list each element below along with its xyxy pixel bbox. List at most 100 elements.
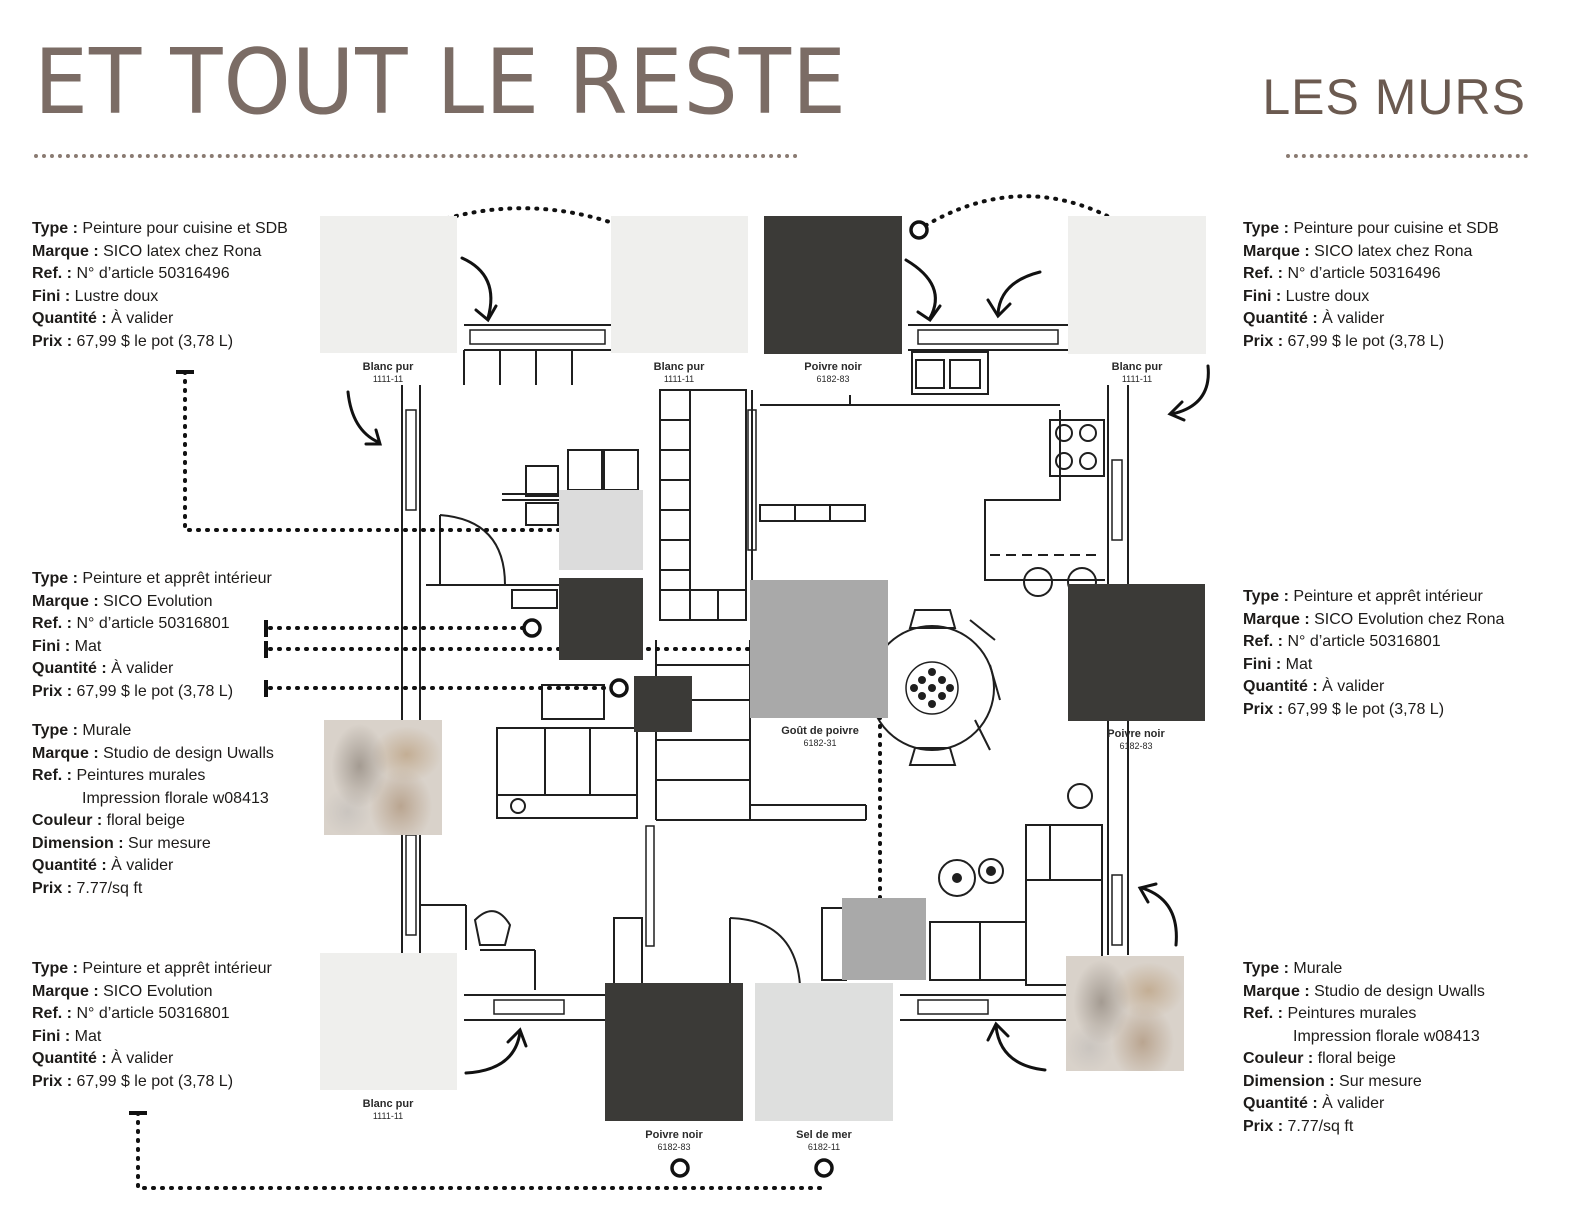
spec-field-value: Mat [74, 1027, 102, 1045]
swatch-name: Goût de poivre [781, 725, 859, 737]
swatch-dark-square-1 [559, 578, 643, 660]
spec-field-label: Type : [1243, 220, 1289, 237]
spec-field-value: Mat [1285, 655, 1313, 673]
spec-field-value: floral beige [106, 812, 185, 829]
spec-field-value: Fini : Mat [1243, 654, 1504, 677]
spec-mid-left: Type : Peinture et apprêt intérieur Marq… [32, 568, 272, 703]
spec-field-value: Sur mesure [128, 834, 211, 852]
swatch-name: Sel de mer [796, 1129, 852, 1141]
swatch-blanc-pur-3 [1068, 216, 1206, 354]
spec-field-value: Couleur : floral beige [1243, 1048, 1485, 1071]
spec-field-value: Type : Peinture et apprêt intérieur [1243, 586, 1504, 609]
spec-field-label: Quantité : [1243, 678, 1318, 695]
spec-field-label: Quantité : [1243, 310, 1318, 327]
spec-field-value: Marque : SICO Evolution [32, 981, 272, 1004]
section-divider [1286, 154, 1528, 158]
swatch-label: Goût de poivre 6182-31 [750, 725, 890, 749]
swatch-code: 6182-83 [657, 1142, 691, 1152]
spec-field-value: Ref. : N° d’article 50316801 [32, 613, 272, 636]
spec-field-label: Type : [32, 722, 78, 739]
spec-field-value: Ref. : N° d’article 50316801 [1243, 631, 1504, 654]
spec-field-value: Fini : Mat [32, 1026, 272, 1049]
spec-field-label: Prix : [32, 879, 73, 897]
spec-field-value: À valider [1322, 678, 1385, 695]
spec-field-value: Prix : 7.77/sq ft [1243, 1116, 1485, 1139]
spec-field-label: Prix : [32, 682, 73, 700]
spec-field-value: Peinture pour cuisine et SDB [82, 220, 288, 237]
spec-field-value: Peinture et apprêt intérieur [1293, 588, 1483, 605]
spec-field-value: 67,99 $ le pot (3,78 L) [76, 332, 234, 350]
spec-field-value: Peintures murales [1287, 1005, 1417, 1022]
spec-field-value: Quantité : À valider [1243, 676, 1504, 699]
spec-field-value: À valider [1322, 1095, 1385, 1112]
spec-field-value: Quantité : À valider [1243, 308, 1499, 331]
spec-field-value: Ref. : N° d’article 50316496 [1243, 263, 1499, 286]
spec-field-label: Type : [32, 220, 78, 237]
swatch-poivre-noir-3 [605, 983, 743, 1121]
spec-field-value: Marque : SICO latex chez Rona [1243, 241, 1499, 264]
swatch-code: 1111-11 [372, 374, 404, 384]
spec-field-value: Prix : 7.77/sq ft [32, 878, 274, 901]
spec-top-right: Type : Peinture pour cuisine et SDB Marq… [1243, 218, 1499, 353]
spec-field-value: Peinture pour cuisine et SDB [1293, 220, 1499, 237]
spec-field-value: Ref. : Peintures murales [32, 765, 274, 788]
spec-field-value: 67,99 $ le pot (3,78 L) [1287, 332, 1445, 350]
spec-field-label: Marque : [32, 982, 99, 1000]
spec-field-value: Prix : 67,99 $ le pot (3,78 L) [32, 681, 272, 704]
swatch-name: Poivre noir [1107, 728, 1165, 740]
spec-field-label: Dimension : [1243, 1072, 1335, 1090]
spec-field-value: Fini : Lustre doux [32, 286, 288, 309]
spec-field-label: Quantité : [1243, 1095, 1318, 1112]
swatch-light-grey [559, 490, 643, 570]
spec-field-value: Quantité : À valider [32, 855, 274, 878]
swatch-code: 6182-31 [803, 738, 837, 748]
spec-mid-right: Type : Peinture et apprêt intérieur Marq… [1243, 586, 1504, 721]
spec-top-left: Type : Peinture pour cuisine et SDB Marq… [32, 218, 288, 353]
spec-field-value: N° d’article 50316801 [76, 615, 230, 632]
spec-field-value: Type : Murale [1243, 958, 1485, 981]
spec-field-value: N° d’article 50316801 [1287, 633, 1441, 650]
swatch-blanc-pur-2 [611, 216, 748, 353]
spec-field-value: N° d’article 50316496 [1287, 265, 1441, 282]
spec-field-value: Mat [74, 637, 102, 655]
swatch-code: 6182-83 [816, 374, 850, 384]
title-divider [34, 154, 798, 158]
spec-field-label: Ref. : [32, 1005, 72, 1022]
spec-bottom-left: Type : Peinture et apprêt intérieur Marq… [32, 958, 272, 1093]
spec-field-label: Marque : [32, 744, 99, 762]
spec-field-value: Lustre doux [1285, 287, 1370, 305]
swatch-name: Poivre noir [804, 361, 862, 373]
spec-field-value: Ref. : N° d’article 50316496 [32, 263, 288, 286]
spec-field-value: Dimension : Sur mesure [32, 833, 274, 856]
spec-field-value: À valider [111, 310, 174, 327]
swatch-label: Poivre noir 6182-83 [763, 361, 903, 385]
spec-field-value: Marque : SICO Evolution [32, 591, 272, 614]
spec-field-label: Marque : [32, 592, 99, 610]
spec-field-label: Quantité : [32, 660, 107, 677]
swatch-dark-square-2 [634, 676, 692, 732]
spec-field-label: Marque : [1243, 610, 1310, 628]
spec-field-value: SICO latex chez Rona [1314, 242, 1473, 260]
swatch-code: 6182-83 [1119, 741, 1153, 751]
spec-field-label: Fini : [1243, 655, 1282, 673]
spec-field-value: Peinture et apprêt intérieur [82, 570, 272, 587]
spec-field-label: Fini : [32, 637, 71, 655]
spec-field-label: Marque : [1243, 242, 1310, 260]
spec-field-value: Quantité : À valider [32, 1048, 272, 1071]
swatch-code: 6182-11 [807, 1142, 841, 1152]
spec-field-label: Dimension : [32, 834, 124, 852]
swatch-sel-de-mer [755, 983, 893, 1121]
swatch-blanc-pur-1 [320, 216, 457, 353]
spec-field-value: À valider [111, 1050, 174, 1067]
page-title: ET TOUT LE RESTE [34, 30, 847, 135]
swatch-blanc-pur-4 [320, 953, 457, 1090]
spec-field-value: Quantité : À valider [32, 658, 272, 681]
spec-field-value: Impression florale w08413 [82, 789, 269, 807]
spec-field-label: Quantité : [32, 1050, 107, 1067]
spec-field-label: Ref. : [32, 265, 72, 282]
spec-field-label: Type : [32, 570, 78, 587]
swatch-poivre-noir-1 [764, 216, 902, 354]
spec-field-label: Fini : [1243, 287, 1282, 305]
swatch-gout-de-poivre [750, 580, 888, 718]
